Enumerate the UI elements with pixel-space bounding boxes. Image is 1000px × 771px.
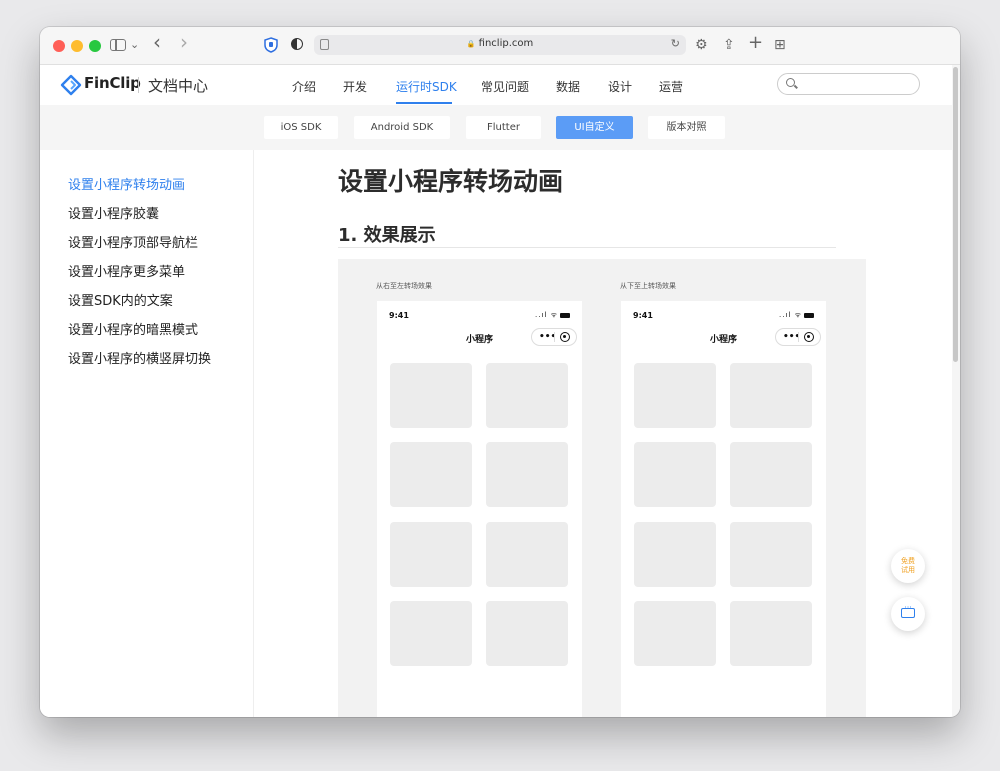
logo-text[interactable]: FinClip <box>84 74 141 92</box>
placeholder-tile <box>390 363 472 428</box>
sidebar-item-navbar[interactable]: 设置小程序顶部导航栏 <box>68 236 199 251</box>
logo-divider <box>138 77 139 93</box>
placeholder-tile <box>486 442 568 507</box>
placeholder-tile <box>486 601 568 666</box>
nav-develop[interactable]: 开发 <box>343 80 368 94</box>
capsule-button[interactable]: ••• <box>775 328 821 346</box>
sidebar-item-transition[interactable]: 设置小程序转场动画 <box>68 178 186 193</box>
free-trial-label-1: 免费 <box>901 557 915 565</box>
scrollbar-track[interactable] <box>952 65 960 717</box>
close-circle-icon[interactable] <box>560 332 570 342</box>
privacy-report-icon[interactable] <box>291 38 303 50</box>
lock-icon: 🔒 <box>466 40 476 48</box>
phone-time: 9:41 <box>633 311 653 320</box>
page-title: 设置小程序转场动画 <box>338 167 564 196</box>
placeholder-tile <box>634 363 716 428</box>
placeholder-tile <box>730 442 812 507</box>
sidebar-item-capsule[interactable]: 设置小程序胶囊 <box>68 207 160 222</box>
sidebar-item-orientation[interactable]: 设置小程序的横竖屏切换 <box>68 352 212 367</box>
placeholder-tile <box>634 601 716 666</box>
nav-runtime-sdk[interactable]: 运行时SDK <box>396 80 457 94</box>
placeholder-tile <box>390 442 472 507</box>
nav-active-indicator <box>396 102 452 104</box>
phone-mockup: 9:41 ..ıl ᯤ 小程序 ••• <box>621 301 826 717</box>
demo-caption: 从下至上转场效果 <box>620 282 676 290</box>
address-url: finclip.com <box>478 38 534 49</box>
close-circle-icon[interactable] <box>804 332 814 342</box>
browser-toolbar: ⌄ ‹ › 🔒 finclip.com ↻ ⚙ ⇪ + ⊞ <box>40 27 960 65</box>
search-input[interactable] <box>777 73 920 95</box>
tab-ios-sdk[interactable]: iOS SDK <box>264 116 338 139</box>
doc-sidebar: 设置小程序转场动画 设置小程序胶囊 设置小程序顶部导航栏 设置小程序更多菜单 设… <box>40 150 254 717</box>
nav-data[interactable]: 数据 <box>556 80 581 94</box>
demo-caption: 从右至左转场效果 <box>376 282 432 290</box>
shield-icon[interactable] <box>264 37 278 53</box>
tab-ui-custom[interactable]: UI自定义 <box>556 116 633 139</box>
nav-design[interactable]: 设计 <box>608 80 633 94</box>
capsule-button[interactable]: ••• <box>531 328 577 346</box>
sdk-subtabs: iOS SDK Android SDK Flutter UI自定义 版本对照 <box>40 105 960 150</box>
placeholder-tile <box>634 522 716 587</box>
signal-wifi-icon: ..ıl ᯤ <box>535 311 558 319</box>
forward-icon[interactable]: › <box>180 30 188 54</box>
new-tab-icon[interactable]: + <box>748 32 764 53</box>
free-trial-label-2: 试用 <box>901 566 915 574</box>
free-trial-button[interactable]: 免费 试用 <box>891 549 925 583</box>
tab-android-sdk[interactable]: Android SDK <box>354 116 450 139</box>
section-title: 1. 效果展示 <box>338 225 436 246</box>
reader-icon[interactable] <box>320 39 329 50</box>
sidebar-item-sdk-text[interactable]: 设置SDK内的文案 <box>68 294 173 309</box>
battery-icon <box>560 312 570 318</box>
finclip-logo-icon[interactable] <box>60 74 82 96</box>
signal-wifi-icon: ..ıl ᯤ <box>779 311 802 319</box>
placeholder-tile <box>390 522 472 587</box>
placeholder-tile <box>730 601 812 666</box>
scrollbar-thumb[interactable] <box>953 67 958 362</box>
phone-mockup: 9:41 ..ıl ᯤ 小程序 ••• <box>377 301 582 717</box>
phone-time: 9:41 <box>389 311 409 320</box>
close-window-button[interactable] <box>53 40 65 52</box>
docs-center-title[interactable]: 文档中心 <box>148 77 209 95</box>
minimize-window-button[interactable] <box>71 40 83 52</box>
reload-icon[interactable]: ↻ <box>670 37 680 50</box>
placeholder-tile <box>390 601 472 666</box>
section-divider <box>338 247 836 248</box>
back-icon[interactable]: ‹ <box>153 30 161 54</box>
placeholder-tile <box>486 522 568 587</box>
chevron-down-icon[interactable]: ⌄ <box>130 38 140 51</box>
chat-icon <box>901 603 915 618</box>
nav-operations[interactable]: 运营 <box>659 80 684 94</box>
more-icon[interactable]: ••• <box>783 332 801 342</box>
tab-version-compare[interactable]: 版本对照 <box>648 116 725 139</box>
share-icon[interactable]: ⇪ <box>723 37 735 53</box>
sidebar-item-dark-mode[interactable]: 设置小程序的暗黑模式 <box>68 323 199 338</box>
site-header: FinClip 文档中心 介绍 开发 运行时SDK 常见问题 数据 设计 运营 <box>40 65 960 106</box>
address-bar[interactable]: 🔒 finclip.com ↻ <box>314 35 686 55</box>
nav-intro[interactable]: 介绍 <box>292 80 317 94</box>
browser-window: ⌄ ‹ › 🔒 finclip.com ↻ ⚙ ⇪ + ⊞ FinClip 文档… <box>40 27 960 717</box>
placeholder-tile <box>730 522 812 587</box>
more-icon[interactable]: ••• <box>539 332 557 342</box>
search-icon <box>786 78 795 87</box>
tab-overview-icon[interactable]: ⊞ <box>774 37 786 53</box>
battery-icon <box>804 312 814 318</box>
miniprogram-title: 小程序 <box>709 335 737 345</box>
placeholder-tile <box>730 363 812 428</box>
placeholder-tile <box>634 442 716 507</box>
demo-panel: 从右至左转场效果 9:41 ..ıl ᯤ 小程序 ••• 从下至上转场效果 9:… <box>338 259 866 717</box>
miniprogram-title: 小程序 <box>465 335 493 345</box>
chat-button[interactable] <box>891 597 925 631</box>
placeholder-tile <box>486 363 568 428</box>
nav-faq[interactable]: 常见问题 <box>481 80 530 94</box>
sidebar-toggle-icon[interactable] <box>110 39 126 51</box>
sidebar-item-more-menu[interactable]: 设置小程序更多菜单 <box>68 265 186 280</box>
settings-icon[interactable]: ⚙ <box>695 37 708 53</box>
tab-flutter[interactable]: Flutter <box>466 116 541 139</box>
zoom-window-button[interactable] <box>89 40 101 52</box>
